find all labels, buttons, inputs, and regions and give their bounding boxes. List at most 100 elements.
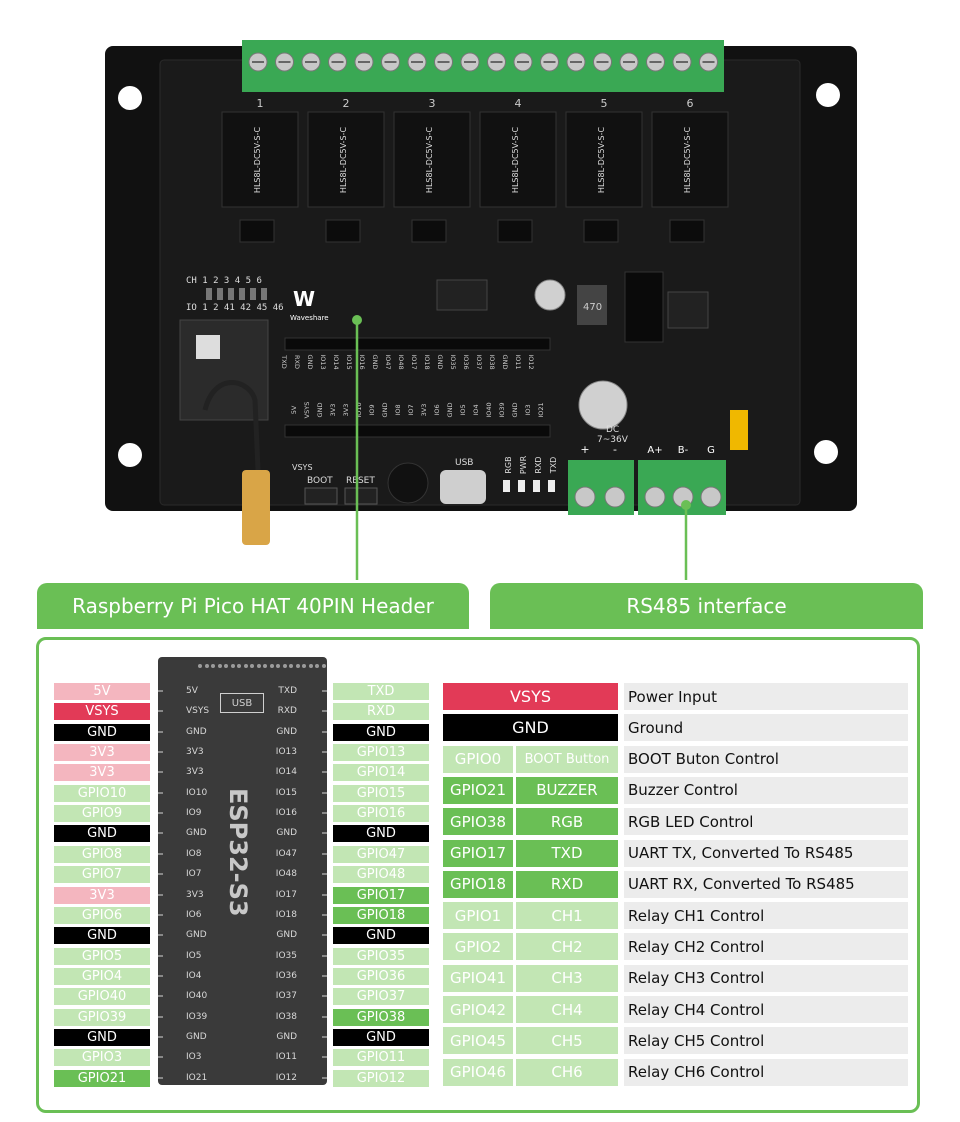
channel-led — [239, 288, 245, 300]
right-pin-label: GPIO35 — [333, 947, 429, 965]
status-led — [518, 480, 525, 492]
left-pin-label: GPIO5 — [54, 947, 150, 965]
relay-number: 3 — [429, 97, 436, 110]
module-right-pin: IO17 — [275, 889, 297, 900]
header-pin-label: 5V — [290, 405, 298, 414]
mounting-hole — [814, 440, 838, 464]
header-pin-label: GND — [316, 403, 324, 418]
sma-connector — [242, 470, 270, 545]
terminal-screw — [574, 486, 596, 508]
module-right-pin: IO12 — [275, 1072, 297, 1083]
module-pin-tick — [158, 995, 163, 998]
header-pin-label: IO38 — [488, 354, 496, 369]
relay — [221, 111, 299, 208]
header-pin-label: IO4 — [472, 404, 480, 415]
module-pin-tick — [158, 1076, 163, 1079]
right-pin-label: GPIO47 — [333, 845, 429, 863]
module-usb-label: USB — [220, 693, 264, 713]
terminal-screw — [604, 486, 626, 508]
module-pin — [237, 664, 241, 668]
optocoupler — [497, 219, 533, 243]
channel-led — [206, 288, 212, 300]
led-label: RXD — [534, 456, 543, 473]
terminal-label: A+ — [647, 445, 662, 456]
module-pin-tick — [158, 852, 163, 855]
module-pin — [211, 664, 215, 668]
module-pin-tick — [322, 812, 327, 815]
boot-label: BOOT — [307, 476, 333, 486]
left-pin-label: GPIO39 — [54, 1008, 150, 1026]
header-pin-label: GND — [436, 355, 444, 370]
module-pin — [256, 664, 261, 668]
module-left-pin: 3V3 — [186, 767, 204, 778]
module-left-pin: IO8 — [186, 848, 202, 859]
left-pin-label: 3V3 — [54, 744, 150, 762]
right-pin-label: GPIO11 — [333, 1049, 429, 1067]
capacitor-large — [578, 380, 628, 430]
right-pin-label: GPIO12 — [333, 1069, 429, 1087]
module-pin — [243, 664, 248, 668]
module-pin-tick — [158, 690, 163, 692]
module-right-pin: TXD — [278, 686, 297, 696]
terminal-body — [568, 460, 634, 515]
right-pin-label: GND — [333, 723, 429, 741]
relay — [307, 111, 385, 208]
function-pin: GPIO1 — [443, 902, 513, 930]
relay-number: 4 — [515, 97, 522, 110]
relay-model: HLS8L-DC5V-S-C — [253, 127, 262, 194]
module-pin-tick — [322, 1015, 327, 1018]
module-right-pin: IO36 — [275, 970, 297, 981]
header-pin-label: GND — [381, 403, 389, 418]
header-pin-label: IO37 — [475, 354, 483, 369]
right-pin-label: GPIO18 — [333, 906, 429, 924]
header-pin-label: IO18 — [423, 354, 431, 369]
left-pin-label: GPIO6 — [54, 906, 150, 924]
module-pin-tick — [158, 791, 163, 794]
module-pin — [198, 664, 202, 668]
relay-model: HLS8L-DC5V-S-C — [511, 127, 520, 194]
header-pin-label: IO40 — [485, 402, 493, 417]
function-description: BOOT Buton Control — [624, 745, 908, 773]
module-pin — [217, 664, 222, 668]
function-description: Relay CH6 Control — [624, 1058, 908, 1086]
module-pin — [269, 664, 274, 668]
terminal-screw — [700, 486, 722, 508]
right-pin-label: GPIO13 — [333, 744, 429, 762]
function-role: TXD — [516, 839, 618, 867]
module-pin-tick — [158, 873, 163, 876]
vsys-label: VSYS — [292, 463, 313, 472]
header-pin-label: 3V3 — [329, 404, 337, 417]
function-description: Relay CH4 Control — [624, 996, 908, 1023]
header-pin-label: IO16 — [358, 354, 366, 369]
module-left-pin: IO9 — [186, 808, 202, 819]
module-left-pin: IO10 — [186, 787, 208, 798]
module-left-pin: IO39 — [186, 1011, 208, 1022]
header-pin-label: IO9 — [368, 404, 376, 415]
module-right-pin: GND — [276, 930, 297, 941]
power-label-voltage: 7~36V — [597, 435, 629, 445]
section-header-rs485: RS485 interface — [490, 583, 923, 629]
header-pin-label: IO39 — [498, 402, 506, 417]
usb-c-port — [440, 470, 486, 504]
module-pin-tick — [322, 1035, 327, 1038]
channel-led — [250, 288, 256, 300]
module-pin — [302, 664, 306, 668]
terminal-screw — [644, 486, 666, 508]
terminal-body — [242, 40, 724, 92]
relay-number: 6 — [687, 97, 694, 110]
relay — [565, 111, 643, 208]
header-pin-label: IO48 — [397, 354, 405, 369]
function-description: Relay CH1 Control — [624, 902, 908, 930]
module-pin-tick — [158, 893, 163, 896]
channel-led — [228, 288, 234, 300]
module-left-pin: GND — [186, 828, 207, 839]
header-pin-label: IO7 — [407, 404, 415, 415]
